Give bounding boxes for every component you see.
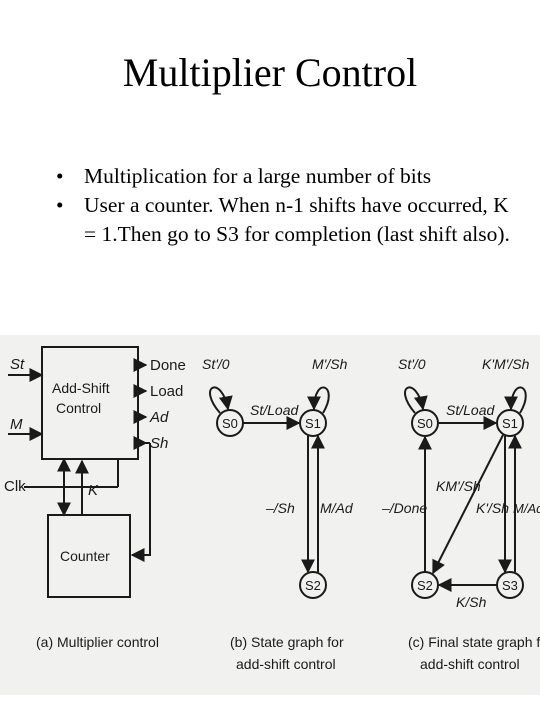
load-output-label: Load — [150, 383, 183, 400]
done-output-label: Done — [150, 357, 186, 374]
final-s1-to-s3-edge — [432, 434, 504, 575]
final-s1-self-loop — [504, 386, 527, 414]
caption-b-line2: add-shift control — [236, 656, 336, 672]
counter-label: Counter — [60, 548, 110, 564]
caption-b-line1: (b) State graph for — [230, 634, 344, 650]
final-edge-label-s0-self: St'/0 — [398, 356, 426, 372]
page-title: Multiplier Control — [122, 50, 418, 95]
final-state-s0-label: S0 — [417, 416, 433, 431]
final-edge-label-s2-s1: K'/Sh — [476, 500, 509, 516]
panel-final-state-graph — [404, 386, 527, 599]
figure-canvas: Add-Shift Control Counter St M Clk Done … — [0, 335, 540, 695]
edge-label-s0-self: St'/0 — [202, 356, 230, 372]
m-input-label: M — [10, 416, 23, 433]
bullet-dot-icon: • — [56, 193, 64, 217]
edge-label-s2-s0: –/Sh — [265, 500, 295, 516]
sh-to-counter-arrow — [130, 443, 151, 562]
add-shift-control-block — [41, 346, 139, 460]
counter-block — [47, 514, 131, 598]
st-input-label: St — [10, 356, 25, 373]
panel-multiplier-control — [8, 346, 151, 598]
final-state-s1-label: S1 — [502, 416, 518, 431]
final-edge-label-s0-s1: St/Load — [446, 402, 495, 418]
sh-output-label: Sh — [150, 435, 168, 452]
panel-state-graph-labels: S0 S1 S2 St'/0 M'/Sh St/Load –/Sh M/Ad (… — [202, 356, 354, 672]
panel-state-graph — [209, 386, 330, 599]
final-edge-label-s1-s2: M/Ad — [513, 501, 540, 516]
bullet-text: User a counter. When n-1 shifts have occ… — [84, 193, 510, 246]
ad-output-label: Ad — [149, 409, 169, 426]
s1-self-loop — [307, 386, 330, 414]
state-s2-label: S2 — [305, 578, 321, 593]
edge-label-s1-self: M'/Sh — [312, 356, 348, 372]
state-s1-label: S1 — [305, 416, 321, 431]
final-edge-label-s1-self: K'M'/Sh — [482, 356, 530, 372]
edge-label-s0-s1: St/Load — [250, 402, 299, 418]
s0-self-loop — [209, 386, 233, 414]
bullet-dot-icon: • — [56, 164, 64, 188]
state-s0-label: S0 — [222, 416, 238, 431]
final-s0-self-loop — [404, 386, 428, 414]
caption-a: (a) Multiplier control — [36, 634, 159, 650]
bullet-list: • Multiplication for a large number of bi… — [56, 162, 516, 249]
bullet-text: Multiplication for a large number of bit… — [84, 164, 432, 188]
bullet-item: • User a counter. When n-1 shifts have oc… — [56, 191, 516, 249]
final-state-s2-label: S3 — [502, 578, 518, 593]
final-edge-label-s2-s3: K/Sh — [456, 594, 487, 610]
caption-c-line1: (c) Final state graph for — [408, 634, 540, 650]
final-edge-label-s1-s3: KM'/Sh — [436, 478, 481, 494]
control-label-line1: Add-Shift — [52, 380, 110, 396]
multiplier-control-figure: Add-Shift Control Counter St M Clk Done … — [0, 335, 540, 695]
caption-c-line2: add-shift control — [420, 656, 520, 672]
control-label-line2: Control — [56, 400, 101, 416]
panel-final-state-graph-labels: S0 S1 S2 S3 St'/0 K'M'/Sh St/Load KM'/Sh… — [381, 356, 540, 672]
final-state-s3-label: S2 — [417, 578, 433, 593]
final-edge-label-s3-s0: –/Done — [381, 500, 427, 516]
edge-label-s1-s2: M/Ad — [320, 500, 354, 516]
panel-multiplier-control-labels: Add-Shift Control Counter St M Clk Done … — [4, 356, 186, 650]
bullet-item: • Multiplication for a large number of bi… — [56, 162, 516, 191]
clk-input-label: Clk — [4, 478, 26, 495]
k-signal-label: K — [88, 482, 99, 499]
